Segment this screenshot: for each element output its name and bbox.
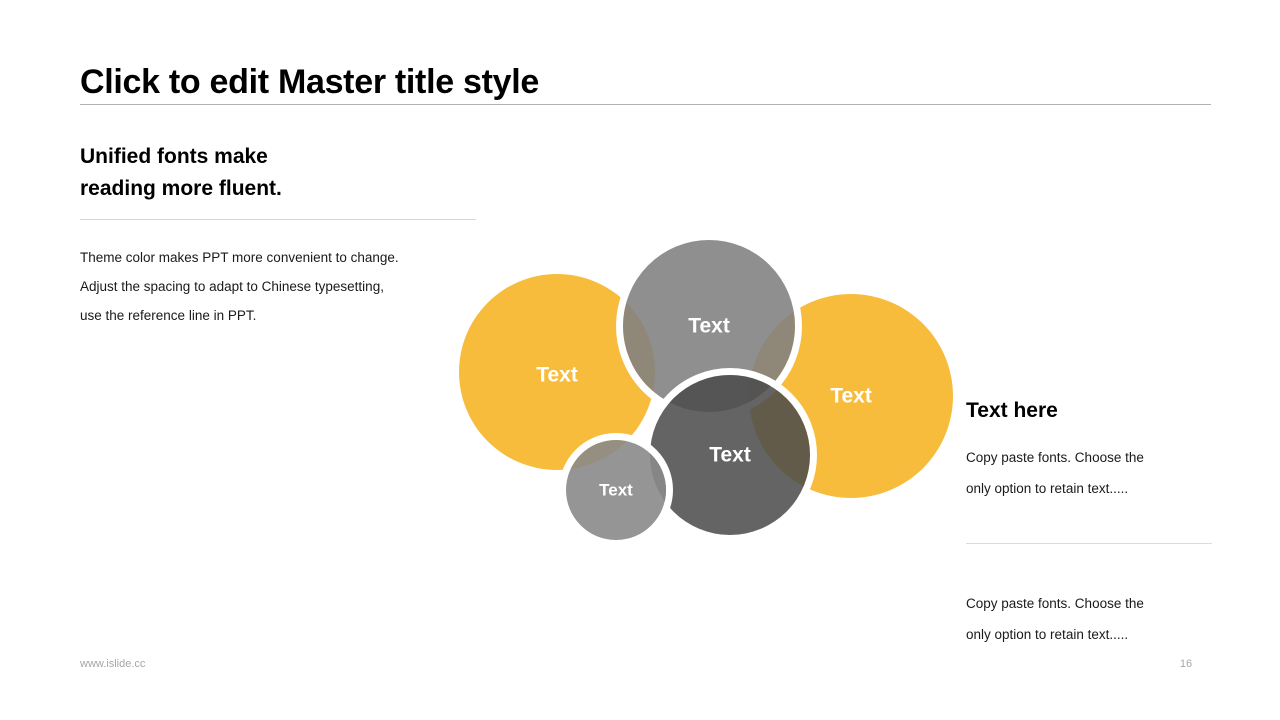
left-body-text: Theme color makes PPT more convenient to… bbox=[80, 243, 480, 330]
right-body-2-line-2: only option to retain text..... bbox=[966, 627, 1129, 642]
page-title: Click to edit Master title style bbox=[80, 63, 539, 101]
left-subtitle-line-2: reading more fluent. bbox=[80, 177, 282, 200]
subtitle-divider bbox=[80, 219, 476, 220]
right-body-1-line-2: only option to retain text..... bbox=[966, 481, 1129, 496]
left-body-line-2: Adjust the spacing to adapt to Chinese t… bbox=[80, 279, 384, 294]
right-divider bbox=[966, 543, 1212, 544]
circle-label-top-gray: Text bbox=[688, 315, 730, 338]
right-body-2-line-1: Copy paste fonts. Choose the bbox=[966, 596, 1144, 611]
left-body-line-1: Theme color makes PPT more convenient to… bbox=[80, 250, 399, 265]
page-number: 16 bbox=[1179, 658, 1193, 670]
circle-label-bottom-dark: Text bbox=[709, 444, 751, 467]
circle-small-gray[interactable] bbox=[566, 440, 666, 540]
left-subtitle: Unified fonts make reading more fluent. bbox=[80, 141, 480, 205]
overlapping-circles-diagram: Text Text Text Text Text bbox=[440, 225, 980, 550]
title-divider bbox=[80, 104, 1211, 105]
right-body-text-1: Copy paste fonts. Choose the only option… bbox=[966, 442, 1202, 504]
footer-url: www.islide.cc bbox=[80, 658, 146, 670]
circle-label-left-yellow: Text bbox=[536, 364, 578, 387]
circle-label-small-gray: Text bbox=[599, 481, 633, 500]
circle-small-gray-ring bbox=[559, 433, 673, 547]
right-heading: Text here bbox=[966, 399, 1058, 422]
circle-top-gray[interactable] bbox=[623, 240, 795, 412]
circle-label-right-yellow: Text bbox=[830, 385, 872, 408]
right-body-text-2: Copy paste fonts. Choose the only option… bbox=[966, 588, 1202, 650]
circle-left-yellow[interactable] bbox=[459, 274, 655, 470]
right-body-1-line-1: Copy paste fonts. Choose the bbox=[966, 450, 1144, 465]
left-subtitle-line-1: Unified fonts make bbox=[80, 145, 268, 168]
circle-small-gray-group[interactable] bbox=[559, 433, 673, 547]
left-body-line-3: use the reference line in PPT. bbox=[80, 308, 257, 323]
circle-bottom-dark[interactable] bbox=[650, 375, 810, 535]
